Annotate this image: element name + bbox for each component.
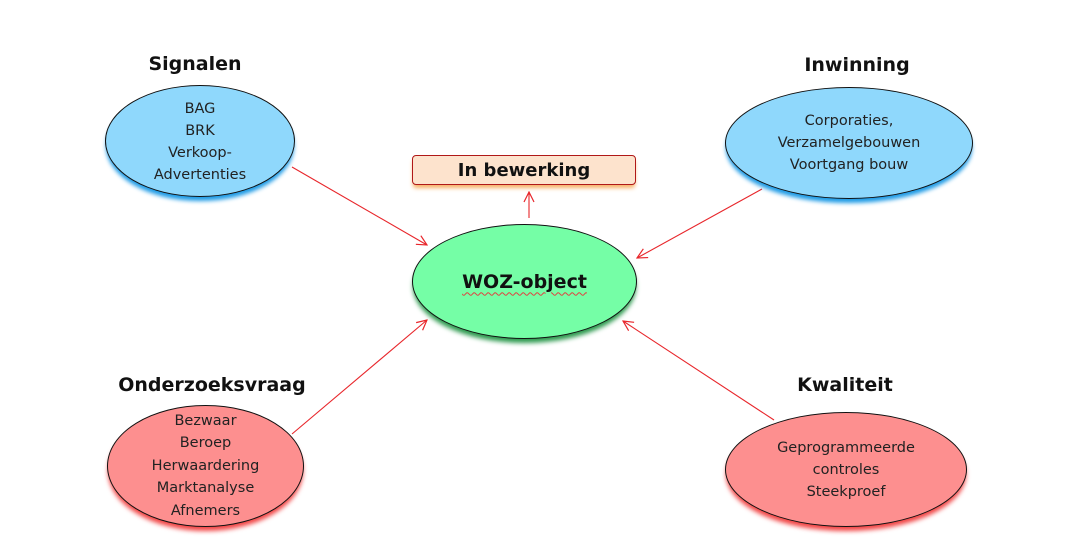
inwinning-title: Inwinning	[804, 54, 910, 76]
arrow-kwaliteit-to-woz	[623, 321, 775, 421]
woz-object-node: WOZ-object	[412, 224, 637, 339]
node-item: Voortgang bouw	[789, 157, 909, 173]
arrow-inwinning-to-woz	[637, 188, 763, 258]
node-item: Steekproef	[806, 483, 886, 500]
kwaliteit-title: Kwaliteit	[797, 374, 893, 396]
inwinning-node: Corporaties, Verzamelgebouwen Voortgang …	[725, 87, 973, 199]
node-item: Marktanalyse	[156, 480, 255, 497]
signalen-title: Signalen	[148, 53, 242, 75]
onderzoeksvraag-title: Onderzoeksvraag	[118, 374, 306, 396]
kwaliteit-node: Geprogrammeerde controles Steekproef	[725, 412, 967, 527]
node-item: Beroep	[179, 435, 232, 452]
node-item: BRK	[185, 123, 215, 139]
status-label: In bewerking	[457, 159, 591, 181]
node-item: Corporaties,	[804, 113, 894, 129]
node-item: controles	[812, 461, 880, 478]
node-item: Verkoop-	[168, 145, 232, 161]
onderzoeksvraag-node: Bezwaar Beroep Herwaardering Marktanalys…	[107, 405, 304, 527]
node-item: Afnemers	[170, 502, 241, 519]
arrow-signalen-to-woz	[291, 166, 427, 245]
status-box-in-bewerking: In bewerking	[412, 155, 636, 185]
node-item: Bezwaar	[174, 412, 237, 429]
node-item: Verzamelgebouwen	[777, 135, 921, 151]
node-item: BAG	[184, 101, 216, 117]
node-item: Geprogrammeerde	[777, 439, 915, 456]
node-item: Herwaardering	[151, 457, 260, 474]
woz-object-label: WOZ-object	[462, 270, 587, 293]
signalen-node: BAG BRK Verkoop- Advertenties	[105, 85, 295, 197]
node-item: Advertenties	[153, 167, 247, 183]
